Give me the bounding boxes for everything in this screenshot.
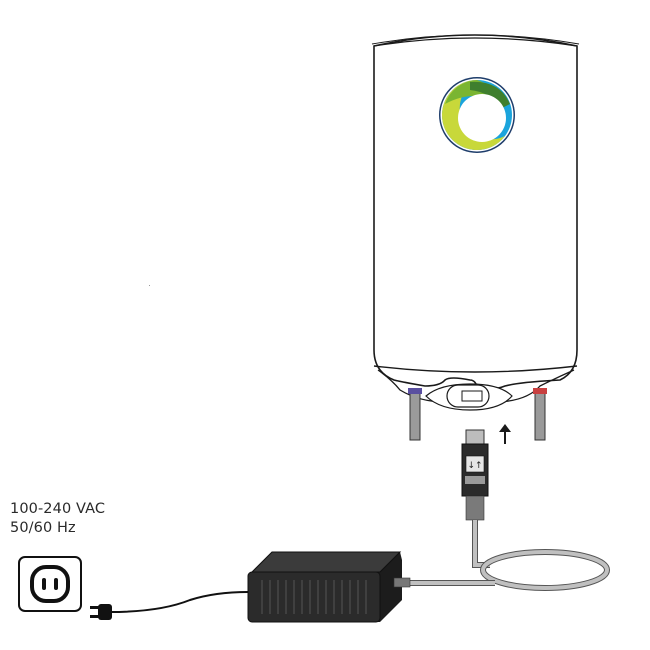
- mains-plug-icon: [90, 604, 112, 620]
- ac-cable: [109, 591, 249, 613]
- power-spec-label: 100-240 VAC 50/60 Hz: [10, 500, 105, 538]
- up-down-arrows-icon: ↓↑: [467, 461, 482, 471]
- hot-water-pipe: [533, 388, 547, 441]
- dc-cable: [408, 520, 610, 591]
- arrow-up-icon: [499, 424, 511, 444]
- cold-water-pipe: [408, 388, 422, 441]
- brand-logo: [439, 77, 515, 153]
- power-adapter: [247, 551, 411, 623]
- voltage-text: 100-240 VAC: [10, 501, 106, 517]
- connector-plug: ↓↑: [461, 429, 489, 521]
- water-heater: [371, 34, 580, 411]
- stray-mark: [149, 285, 150, 286]
- frequency-text: 50/60 Hz: [10, 520, 76, 536]
- wall-outlet-icon: [18, 556, 82, 612]
